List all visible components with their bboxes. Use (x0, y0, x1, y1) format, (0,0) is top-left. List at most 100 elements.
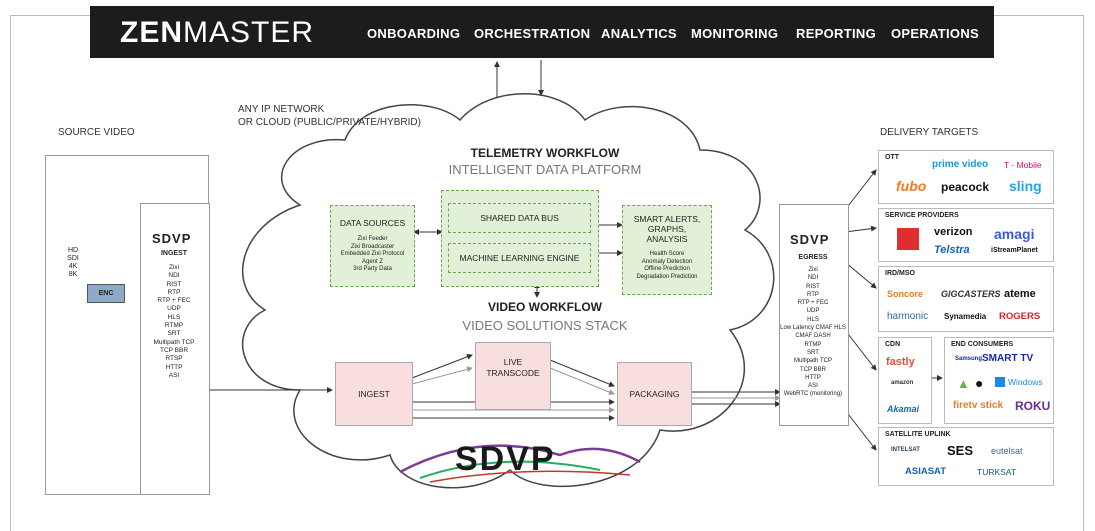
brand-amazon: amazon (891, 380, 914, 386)
egress-protocol-item: HTTP (805, 374, 821, 381)
egress-protocol-item: CMAF DASH (795, 333, 831, 340)
ingest-protocol-item: HLS (167, 313, 181, 321)
live-transcode-box: LIVE TRANSCODE (475, 342, 551, 410)
brand-asiasat: ASIASAT (905, 466, 946, 477)
smart-alerts-title: SMART ALERTS, GRAPHS, ANALYSIS (633, 214, 701, 244)
target-ott: OTT prime video T - Mobile fubo peacock … (878, 150, 1054, 204)
network-label: ANY IP NETWORK (238, 104, 325, 115)
brand-firetv-stick: firetv stick (953, 400, 1004, 411)
brand-intelsat: INTELSAT (891, 447, 920, 453)
brand-harmonic: harmonic (887, 311, 929, 322)
brand-windows: Windows (1008, 377, 1043, 387)
egress-sdvp-logo: SDVP (790, 232, 830, 247)
smart-alert-item: Offline Prediction (644, 266, 690, 272)
target-cdn: CDN fastly amazon Akamai (878, 337, 932, 424)
ingest-protocol-item: HTTP (165, 363, 183, 371)
egress-protocol-item: UDP (806, 308, 820, 315)
brand-smart-tv: SMART TV (982, 353, 1034, 364)
egress-protocol-item: HLS (807, 316, 819, 323)
target-service-providers: SERVICE PROVIDERS verizon amagi Telstra … (878, 208, 1054, 262)
egress-protocol-item: RTMP (804, 341, 822, 348)
egress-protocol-item: Low Latency CMAF HLS (780, 325, 846, 332)
brand-tmobile: T - Mobile (1004, 160, 1042, 170)
nav-monitoring[interactable]: MONITORING (691, 26, 779, 41)
egress-protocol-item: RTP + FEC (797, 300, 829, 307)
egress-protocol-item: WebRTC (monitoring) (783, 391, 843, 398)
brand-fastly: fastly (886, 356, 915, 368)
packaging-box: PACKAGING (617, 362, 692, 426)
ingest-panel-title: INGEST (160, 250, 188, 257)
ingest-protocol-item: Zixi (168, 264, 180, 271)
data-sources-title: DATA SOURCES (339, 218, 406, 228)
ingest-protocol-item: NDI (168, 272, 180, 280)
ingest-protocol-item: UDP (167, 305, 181, 313)
brand-verizon: verizon (934, 226, 973, 238)
ingest-protocol-item: RTMP (164, 322, 184, 330)
smart-alert-item: Degradation Prediction (636, 273, 698, 280)
machine-learning-engine: MACHINE LEARNING ENGINE (448, 243, 591, 273)
ingest-protocol-item: Multipath TCP (153, 338, 195, 346)
egress-protocol-item: Zixi (808, 267, 818, 273)
ingest-sdvp-logo: SDVP (152, 231, 192, 246)
data-source-item: Zixi Broadcaster (350, 243, 395, 250)
nav-orchestration[interactable]: ORCHESTRATION (474, 26, 591, 41)
target-satellite-uplink: SATELLITE UPLINK INTELSAT SES eutelsat A… (878, 427, 1054, 486)
brand-peacock: peacock (941, 180, 990, 194)
egress-protocol-item: NDI (807, 275, 819, 282)
nav-analytics[interactable]: ANALYTICS (601, 26, 677, 41)
android-icon: ▲ (957, 376, 970, 391)
brand-ses: SES (947, 443, 974, 458)
brand-turksat: TURKSAT (977, 467, 1017, 477)
target-ird-mso: IRD/MSO Soncore GIGCASTERS ateme harmoni… (878, 266, 1054, 332)
ingest-protocol-item: RTP (167, 288, 181, 296)
data-source-item: Zixi Feeder (357, 236, 388, 242)
data-source-item: 3rd Party Data (353, 266, 392, 272)
brand-samsung: Samsung (955, 356, 983, 362)
egress-protocol-item: TCP BBR (800, 366, 826, 373)
encoder-box: ENC (87, 284, 125, 303)
sdvp-cloud-logo: SDVP (455, 440, 556, 478)
egress-panel (779, 204, 849, 426)
video-workflow-title: VIDEO WORKFLOW (488, 300, 602, 314)
data-source-item: Embedded Zixi Protocol (340, 251, 405, 257)
source-video-label: SOURCE VIDEO (58, 127, 135, 138)
egress-protocol-item: RTP (807, 291, 819, 298)
brand-gigcasters: GIGCASTERS (941, 289, 1001, 299)
brand-soncore: Soncore (887, 289, 924, 299)
nav-operations[interactable]: OPERATIONS (891, 26, 979, 41)
brand-roku: ROKU (1015, 399, 1051, 413)
brand-eutelsat: eutelsat (991, 446, 1023, 456)
brand-fubo: fubo (896, 178, 927, 194)
data-source-item: Agent Z (361, 258, 383, 265)
smart-alerts-box: SMART ALERTS, GRAPHS, ANALYSIS Health Sc… (622, 205, 712, 295)
nav-reporting[interactable]: REPORTING (796, 26, 876, 41)
brand-akamai: Akamai (887, 404, 920, 414)
network-sublabel: OR CLOUD (PUBLIC/PRIVATE/HYBRID) (238, 117, 421, 128)
smart-alert-item: Anomaly Detection (641, 258, 693, 265)
ingest-protocol-item: SRT (167, 330, 181, 338)
telemetry-subtitle: INTELLIGENT DATA PLATFORM (448, 162, 642, 177)
egress-panel-title: EGRESS (798, 254, 828, 261)
ingest-protocol-item: RTP + FEC (157, 297, 191, 305)
telemetry-title: TELEMETRY WORKFLOW (470, 146, 620, 160)
ingest-protocol-item: RTSP (165, 355, 183, 363)
red-provider-logo (897, 228, 919, 250)
brand-amagi: amagi (994, 226, 1035, 242)
brand-rogers: ROGERS (999, 311, 1041, 322)
egress-protocol-item: SRT (807, 349, 819, 356)
top-navigation-bar: ZENMASTER ONBOARDING ORCHESTRATION ANALY… (90, 6, 994, 58)
zenmaster-logo: ZENMASTER (120, 16, 315, 49)
egress-protocol-item: RIST (806, 283, 820, 290)
brand-sling: sling (1009, 178, 1042, 194)
egress-protocol-item: Multipath TCP (794, 358, 832, 365)
brand-ateme: ateme (1004, 288, 1036, 300)
nav-onboarding[interactable]: ONBOARDING (367, 26, 461, 41)
smart-alert-item: Health Score (649, 251, 685, 257)
delivery-targets-label: DELIVERY TARGETS (880, 127, 979, 138)
brand-telstra: Telstra (934, 244, 970, 256)
